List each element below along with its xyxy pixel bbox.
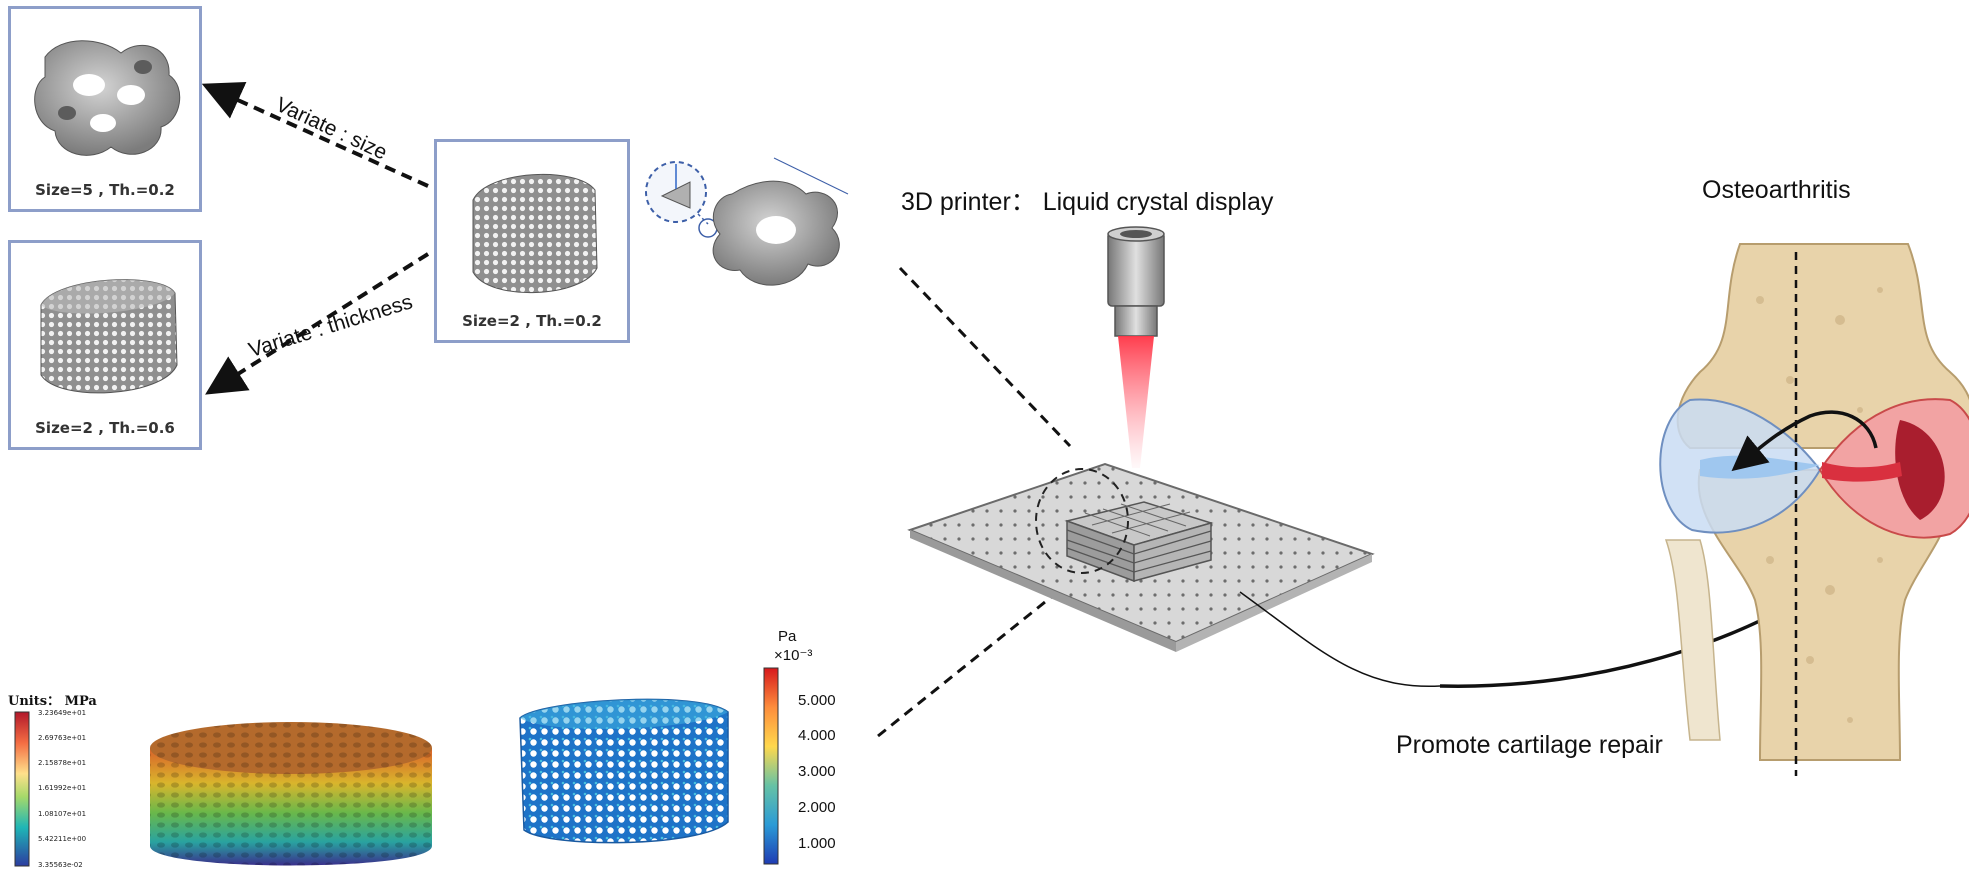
pressure-legend-bar: [763, 667, 779, 865]
pressure-legend-multiplier: ×10⁻³: [774, 647, 813, 664]
pressure-tick-2: 3.000: [798, 763, 836, 780]
pressure-tick-3: 2.000: [798, 799, 836, 816]
caption-size5: Size=5 , Th.=0.2: [35, 181, 175, 199]
unit-cell-detail: [645, 157, 849, 286]
pressure-tick-0: 5.000: [798, 692, 836, 709]
pressure-tick-1: 4.000: [798, 727, 836, 744]
knee-illustration: [1659, 243, 1969, 776]
caption-base: Size=2 , Th.=0.2: [462, 312, 602, 330]
scaffold-size5-image: [34, 40, 181, 156]
scaffold-th06-image: [40, 279, 178, 394]
stress-legend-title: Units： MPa: [8, 694, 97, 709]
caption-th06: Size=2 , Th.=0.6: [35, 419, 175, 437]
laser-beam: [1118, 336, 1154, 468]
label-printer: 3D printer： Liquid crystal display: [901, 188, 1274, 216]
scaffold-base-image: [472, 173, 598, 294]
stress-simulation-model: [150, 722, 432, 866]
label-cartilage-repair: Promote cartilage repair: [1396, 731, 1663, 759]
arrow-variate-thickness: [205, 252, 430, 395]
stress-tick-0: 3.23649e+01: [38, 709, 87, 717]
stress-tick-2: 2.15878e+01: [38, 759, 87, 767]
scaffold-size5-box: Size=5 , Th.=0.2: [8, 6, 202, 212]
arrow-variate-size: [201, 82, 429, 188]
stress-tick-1: 2.69763e+01: [38, 734, 87, 742]
dashed-guide-upper: [898, 266, 1072, 448]
pressure-legend-unit: Pa: [778, 628, 797, 645]
pressure-tick-4: 1.000: [798, 835, 836, 852]
stress-legend-bar: [14, 711, 30, 867]
stress-tick-6: 3.35563e-02: [38, 861, 83, 869]
zoom-circle: [1035, 468, 1129, 574]
dashed-guide-lower: [877, 580, 1071, 738]
scaffold-th06-box: Size=2 , Th.=0.6: [8, 240, 202, 450]
build-plate: [907, 462, 1375, 652]
stress-tick-3: 1.61992e+01: [38, 784, 87, 792]
printer-nozzle: [1107, 226, 1165, 337]
stress-tick-5: 5.42211e+00: [38, 835, 87, 843]
pressure-simulation-model: [519, 698, 729, 844]
connector-line: [1239, 591, 1441, 687]
label-osteoarthritis: Osteoarthritis: [1702, 176, 1851, 204]
stress-tick-4: 1.08107e+01: [38, 810, 87, 818]
scaffold-base-box: Size=2 , Th.=0.2: [434, 139, 630, 343]
